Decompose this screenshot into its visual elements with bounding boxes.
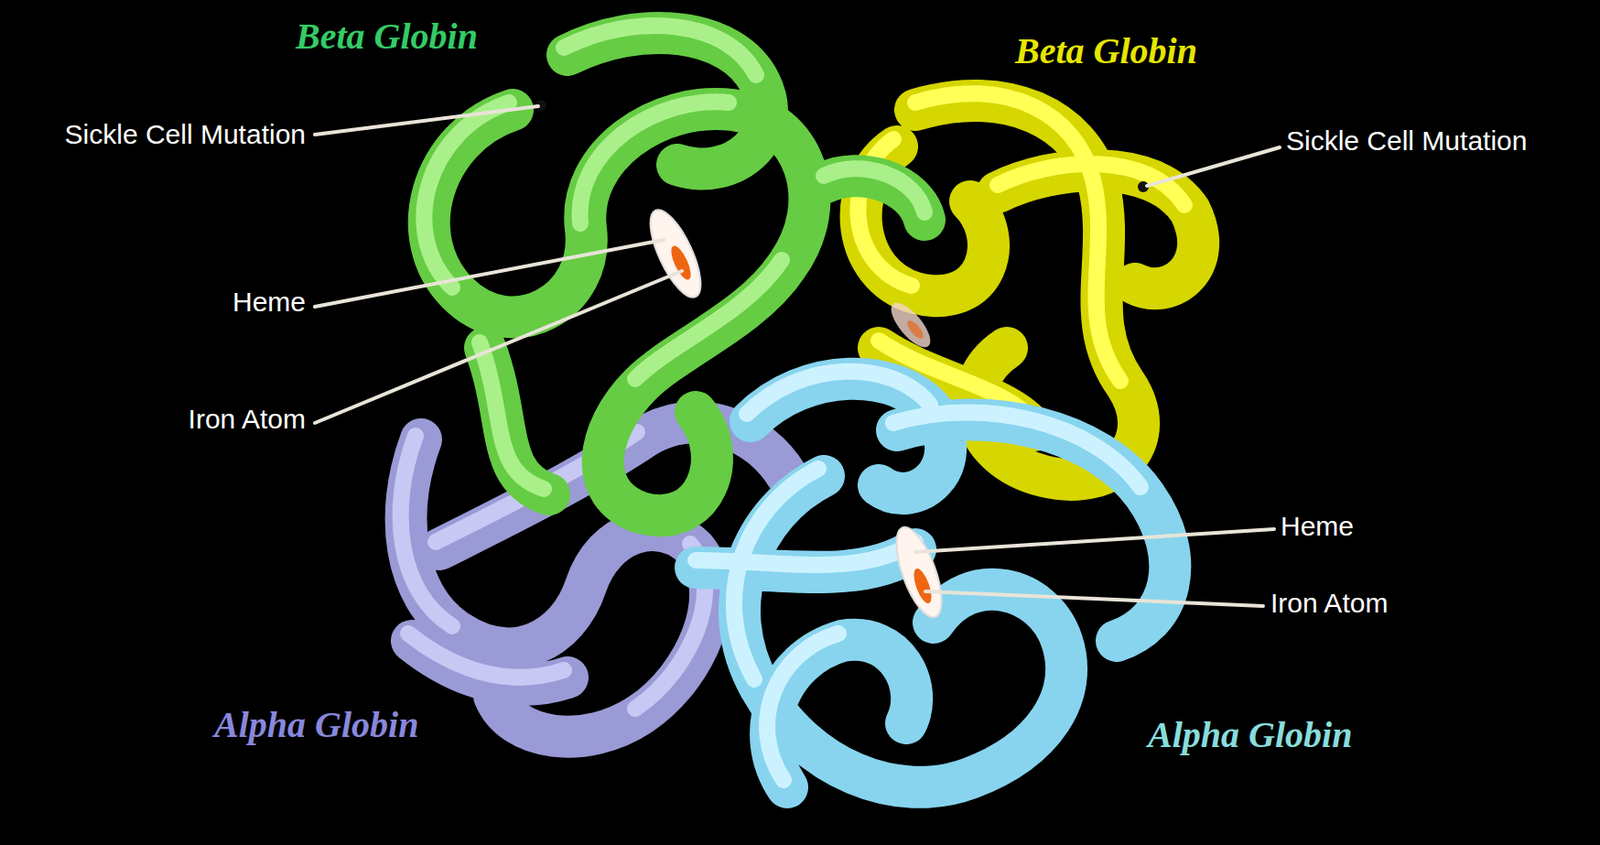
- callout-label: Heme: [232, 286, 306, 317]
- chain-label: Beta Globin: [1015, 31, 1198, 72]
- chain-label: Alpha Globin: [1147, 714, 1352, 756]
- chain-label: Alpha Globin: [214, 704, 419, 746]
- callout-label: Sickle Cell Mutation: [64, 118, 306, 150]
- mutation-dots: [535, 99, 1149, 193]
- heme-groups: [640, 203, 952, 623]
- chain-label: Beta Globin: [295, 16, 478, 57]
- callout-label: Iron Atom: [188, 403, 306, 434]
- callout-label: Iron Atom: [1270, 587, 1388, 618]
- cyan-alpha-chain: [695, 371, 1170, 788]
- callout-label: Heme: [1280, 510, 1354, 541]
- leader-lines: [314, 106, 1280, 606]
- callout-label: Sickle Cell Mutation: [1286, 125, 1527, 156]
